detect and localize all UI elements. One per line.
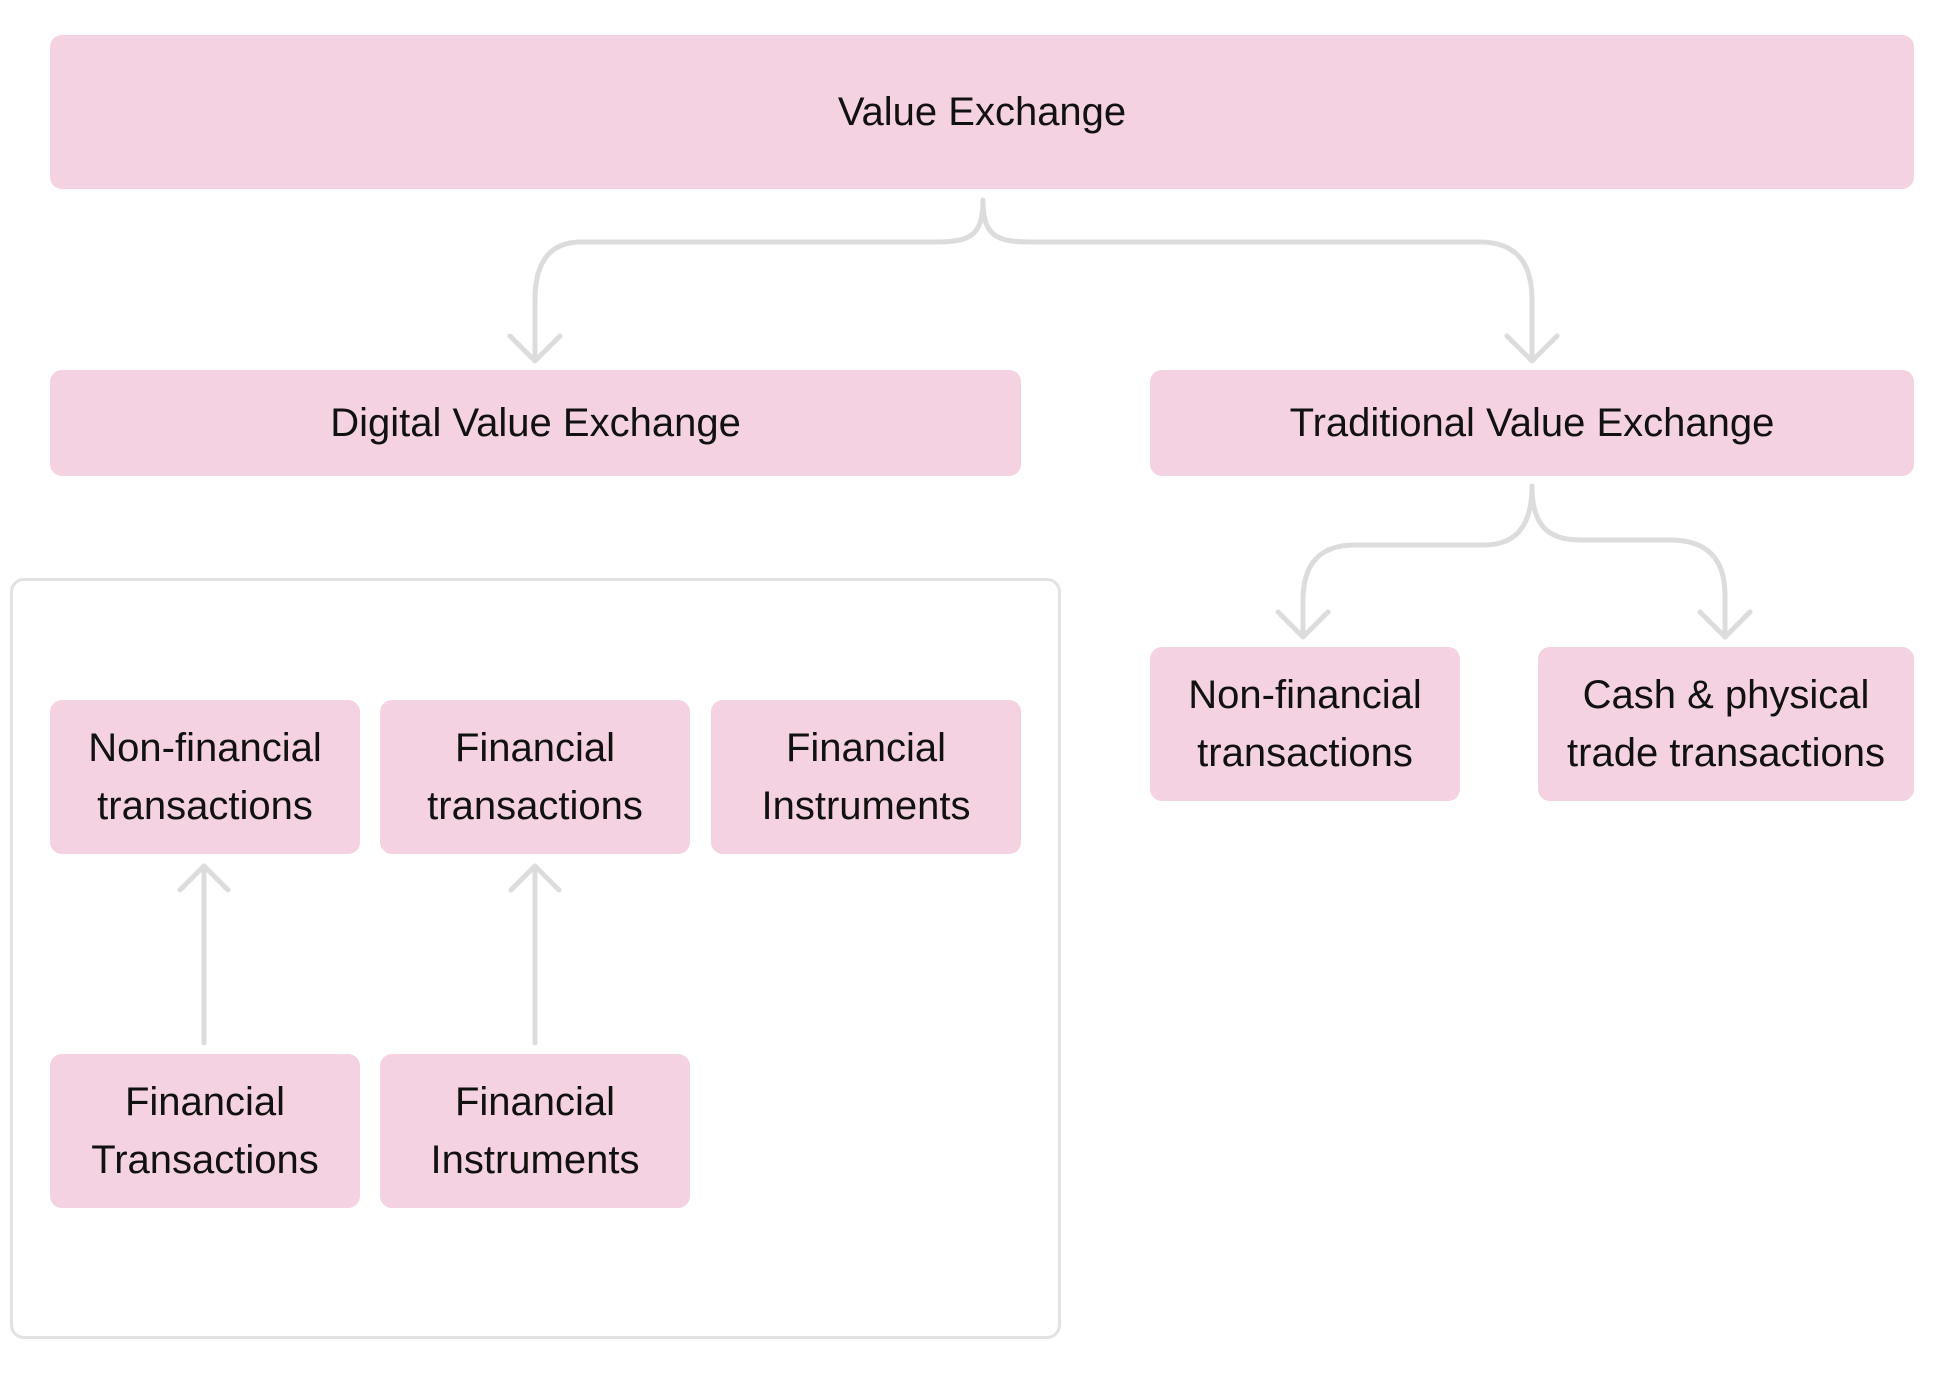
node-value-exchange: Value Exchange — [50, 35, 1914, 189]
node-digital-value-exchange: Digital Value Exchange — [50, 370, 1021, 476]
node-digital-nonfinancial-transactions: Non-financial transactions — [50, 700, 360, 854]
node-digital-financial-transactions: Financial transactions — [380, 700, 690, 854]
node-label-line2: transactions — [427, 784, 643, 828]
arrowhead-trad-cash — [1697, 609, 1753, 640]
node-label-line2: transactions — [1197, 731, 1413, 775]
node-digital-value-exchange-label: Digital Value Exchange — [330, 401, 741, 445]
node-label-line1: Non-financial — [88, 726, 322, 770]
node-label-line1: Financial — [454, 726, 616, 770]
digital-group-frame — [10, 578, 1061, 1339]
node-digital-financial-instruments: Financial Instruments — [711, 700, 1021, 854]
node-label-line1: Financial — [785, 726, 947, 770]
node-traditional-value-exchange: Traditional Value Exchange — [1150, 370, 1914, 476]
arrowhead-up-fin-transactions — [508, 863, 562, 893]
node-label-line1: Cash & physical — [1582, 673, 1870, 717]
node-digital-financial-instruments-base: Financial Instruments — [380, 1054, 690, 1208]
connector-traditional-to-nonfinancial — [1300, 483, 1535, 640]
connector-root-to-digital — [532, 197, 986, 363]
arrowhead-up-nonfinancial — [177, 863, 231, 893]
node-label-line2: trade transactions — [1567, 731, 1885, 775]
node-traditional-cash-physical-trade: Cash & physical trade transactions — [1538, 647, 1914, 801]
node-traditional-value-exchange-label: Traditional Value Exchange — [1289, 401, 1775, 445]
node-label-line2: Transactions — [91, 1138, 319, 1182]
node-label-line2: transactions — [97, 784, 313, 828]
connector-traditional-to-cash — [1529, 483, 1728, 640]
node-digital-financial-transactions-base: Financial Transactions — [50, 1054, 360, 1208]
connector-root-to-traditional — [980, 197, 1535, 363]
node-label-line1: Financial — [454, 1080, 616, 1124]
node-value-exchange-label: Value Exchange — [837, 90, 1127, 134]
arrowhead-traditional — [1504, 333, 1560, 364]
node-traditional-nonfinancial-transactions: Non-financial transactions — [1150, 647, 1460, 801]
node-label-line1: Financial — [124, 1080, 286, 1124]
arrowhead-digital — [507, 333, 563, 364]
arrowhead-trad-nonfinancial — [1275, 609, 1331, 640]
node-label-line2: Instruments — [761, 784, 971, 828]
node-label-line2: Instruments — [430, 1138, 640, 1182]
node-label-line1: Non-financial — [1188, 673, 1422, 717]
